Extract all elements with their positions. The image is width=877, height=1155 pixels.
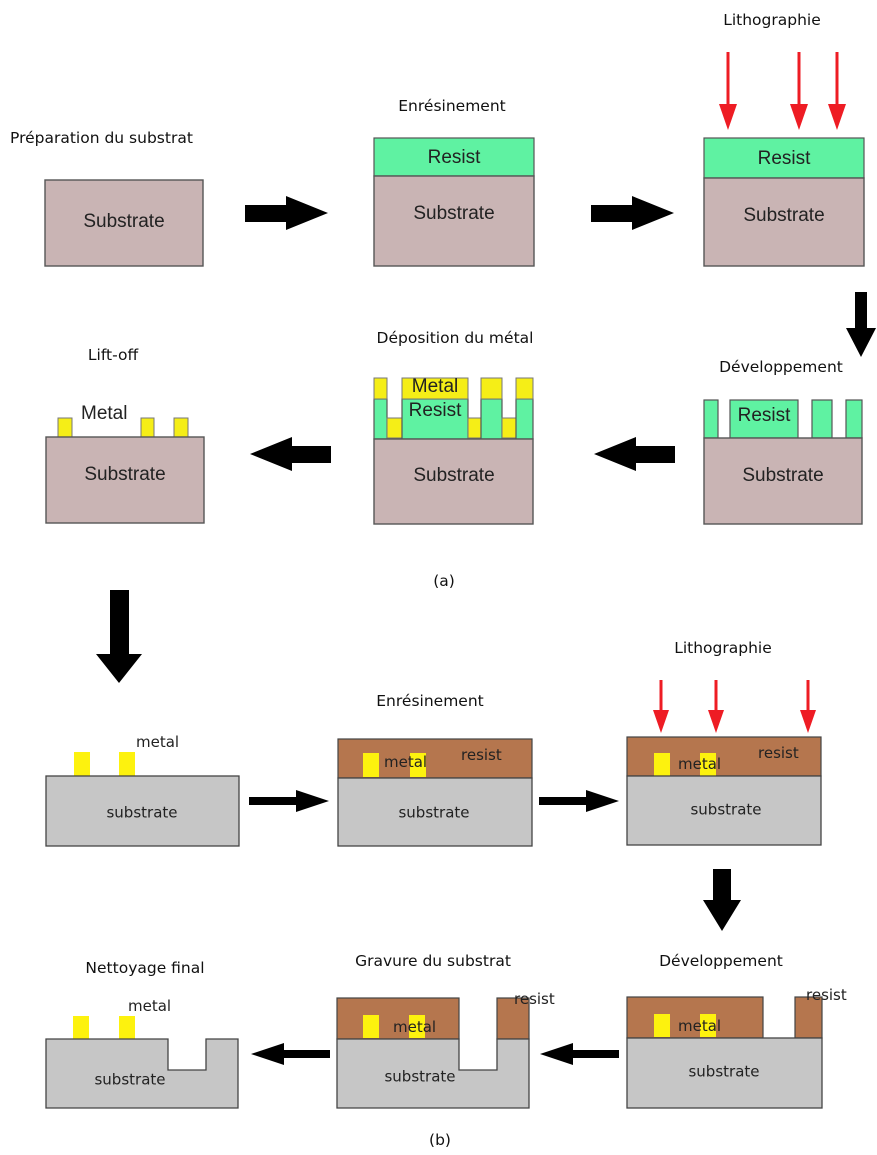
a-step4-title: Développement — [719, 358, 843, 376]
a-step1-title: Préparation du substrat — [10, 129, 193, 147]
a4-substrate-label: Substrate — [742, 465, 823, 486]
b1-metal-label: metal — [136, 733, 179, 751]
b-step3-title: Lithographie — [674, 639, 772, 657]
b5-resist — [336, 997, 460, 1040]
a2-substrate — [373, 175, 535, 267]
b-arrow-4 — [251, 1043, 330, 1065]
a2-resist-label: Resist — [428, 147, 482, 168]
b5-metal-label: metal — [393, 1018, 436, 1036]
a-step-deposition: Déposition du métal Metal Resist Substra… — [373, 329, 534, 525]
b1-substrate-label: substrate — [106, 804, 177, 822]
b-step6-title: Nettoyage final — [85, 959, 204, 977]
b2-substrate — [337, 777, 533, 847]
b4-substrate — [626, 1037, 823, 1109]
a-step2-title: Enrésinement — [398, 97, 505, 115]
a5-metal-label: Metal — [412, 376, 458, 397]
a5-metal-top — [401, 377, 469, 400]
a4-substrate — [703, 437, 863, 525]
a-exposure-arrows — [719, 52, 846, 130]
b5-resist-label: resist — [514, 990, 555, 1008]
a-step6-title: Lift-off — [88, 346, 139, 364]
b-step-enresinement: Enrésinement metal resist substrate — [337, 692, 533, 847]
b3-metal-label: metal — [678, 755, 721, 773]
b-step4-title: Développement — [659, 952, 783, 970]
a5-resist-label: Resist — [409, 400, 463, 421]
a3-resist-label: Resist — [758, 148, 812, 169]
a-step3-title: Lithographie — [723, 11, 821, 29]
a4-resist-label: Resist — [738, 405, 792, 426]
b-step-developpement: Développement metal resist substrate — [626, 952, 847, 1109]
a-step-liftoff: Lift-off Metal Substrate — [45, 346, 205, 524]
a-step-enresinement: Enrésinement Resist Substrate — [373, 97, 535, 267]
b-step-initial: metal substrate — [45, 733, 240, 847]
b2-resist-label: resist — [461, 746, 502, 764]
a-arrow-3 — [594, 437, 675, 471]
a-step-lithographie: Lithographie Resist Substrate — [703, 11, 865, 267]
caption-b: (b) — [429, 1131, 451, 1149]
b-arrow-2 — [539, 790, 619, 812]
a3-substrate-label: Substrate — [743, 205, 824, 226]
transition-arrow-down — [96, 590, 142, 683]
b-arrow-1 — [249, 790, 329, 812]
b2-metal-label: metal — [384, 753, 427, 771]
b5-substrate-label: substrate — [384, 1068, 455, 1086]
b-step-lithographie: Lithographie metal resist substrate — [626, 639, 822, 846]
b3-resist-label: resist — [758, 744, 799, 762]
caption-a: (a) — [433, 572, 455, 590]
b6-metal-label: metal — [128, 997, 171, 1015]
a-step-developpement: Développement Resist Substrate — [703, 358, 863, 525]
b6-substrate-label: substrate — [94, 1071, 165, 1089]
a-step-preparation: Préparation du substrat Substrate — [10, 129, 204, 267]
b-step2-title: Enrésinement — [376, 692, 483, 710]
a5-substrate-label: Substrate — [413, 465, 494, 486]
a2-resist — [373, 137, 535, 177]
b4-resist — [626, 996, 764, 1039]
b4-resist-label: resist — [806, 986, 847, 1004]
b3-substrate-label: substrate — [690, 801, 761, 819]
a1-substrate — [44, 179, 204, 267]
b4-metal-label: metal — [678, 1017, 721, 1035]
a6-substrate-label: Substrate — [84, 464, 165, 485]
b-step-gravure: Gravure du substrat metal resist substra… — [336, 952, 555, 1109]
b-step5-title: Gravure du substrat — [355, 952, 511, 970]
a2-substrate-label: Substrate — [413, 203, 494, 224]
a-arrow-down-1 — [846, 292, 876, 357]
a-arrow-4 — [250, 437, 331, 471]
b2-substrate-label: substrate — [398, 804, 469, 822]
b5-substrate — [336, 1038, 530, 1109]
b3-substrate — [626, 775, 822, 846]
b-step-nettoyage: Nettoyage final metal substrate — [45, 959, 239, 1109]
a-arrow-1 — [245, 196, 328, 230]
a6-metal-label: Metal — [81, 403, 127, 424]
b-arrow-3 — [540, 1043, 619, 1065]
b6-substrate — [45, 1038, 239, 1109]
b-arrow-down-1 — [703, 869, 741, 931]
b4-substrate-label: substrate — [688, 1063, 759, 1081]
a1-substrate-label: Substrate — [83, 211, 164, 232]
a6-substrate — [45, 436, 205, 524]
a3-substrate — [703, 177, 865, 267]
a5-substrate — [373, 438, 534, 525]
a-arrow-2 — [591, 196, 674, 230]
a-step5-title: Déposition du métal — [377, 329, 534, 347]
b1-substrate — [45, 775, 240, 847]
b-exposure-arrows — [653, 680, 816, 733]
